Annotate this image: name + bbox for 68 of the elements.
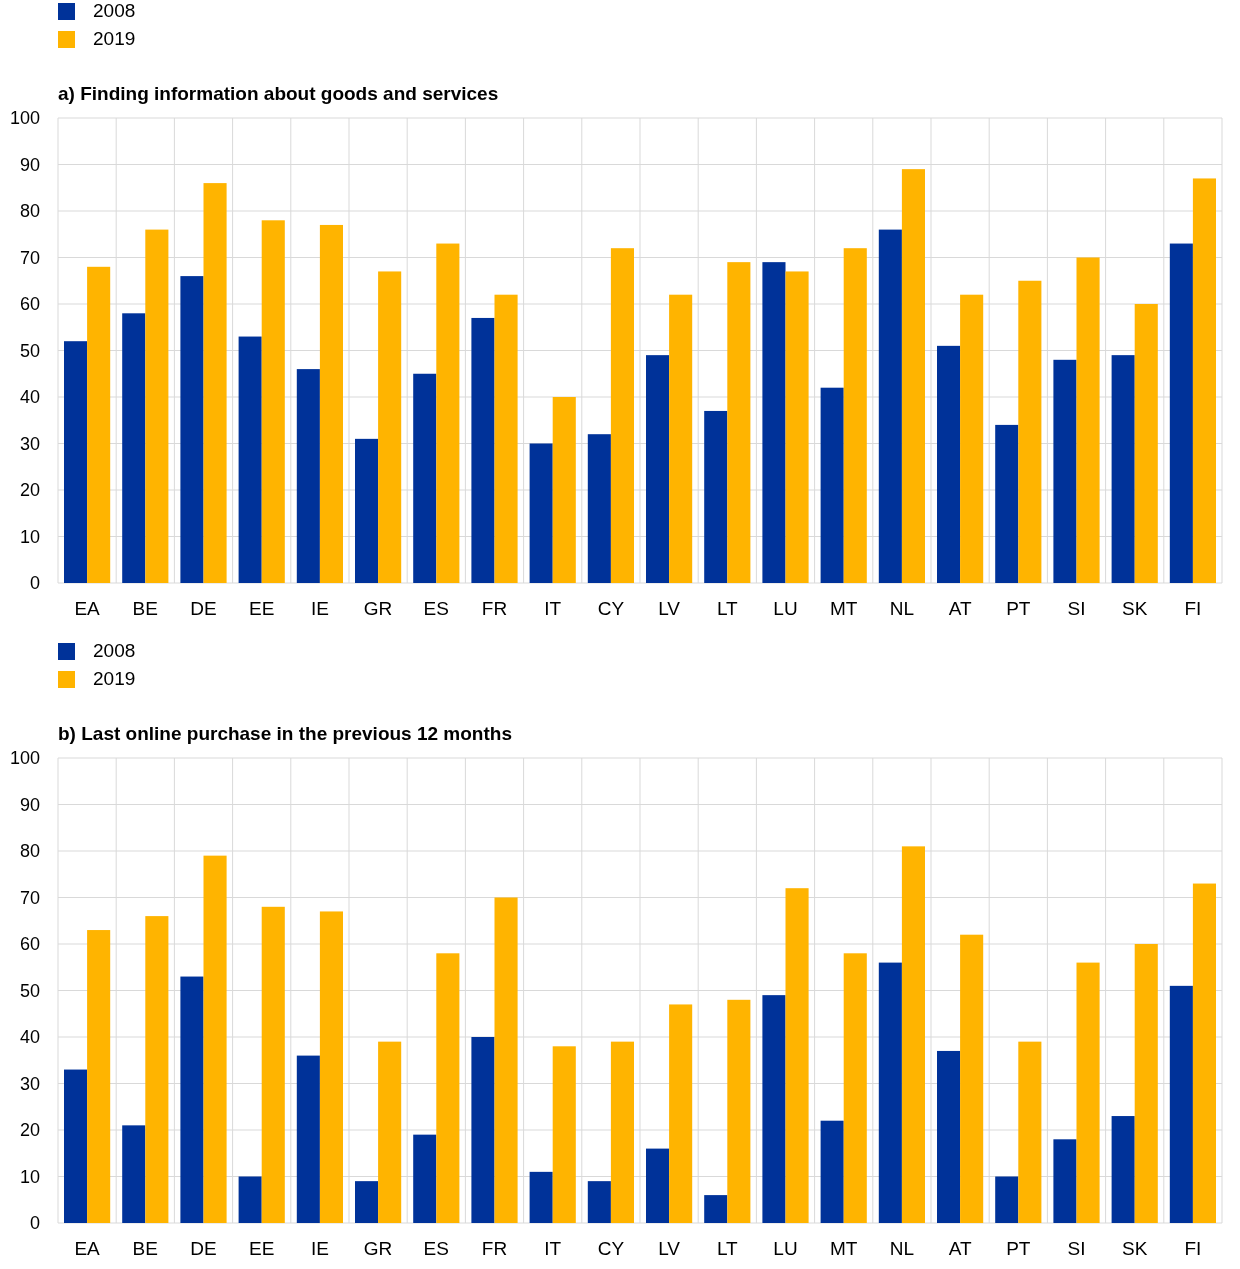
y-tick-label: 60: [19, 934, 40, 954]
chart-title: a) Finding information about goods and services: [58, 82, 499, 106]
x-tick-label: LT: [716, 598, 738, 619]
x-tick-label: IT: [544, 1238, 562, 1259]
y-tick-label: 10: [19, 1166, 40, 1187]
x-tick-label: NL: [889, 598, 915, 619]
y-tick-label: 30: [19, 1073, 40, 1094]
x-tick-label: LU: [773, 598, 798, 619]
x-tick-label: SI: [1067, 1238, 1086, 1259]
x-tick-label: FR: [481, 598, 508, 619]
x-tick-label: CY: [597, 1238, 625, 1259]
legend-label: 2008: [93, 0, 136, 23]
x-tick-label: FI: [1184, 598, 1202, 619]
x-tick-label: NL: [889, 1238, 915, 1259]
x-tick-label: LU: [773, 1238, 798, 1259]
x-tick-label: MT: [830, 1238, 858, 1259]
legend-label: 2008: [93, 638, 136, 663]
x-tick-label: DE: [190, 1238, 217, 1259]
x-tick-label: MT: [830, 598, 858, 619]
x-tick-label: DE: [190, 598, 217, 619]
x-tick-label: IT: [544, 598, 562, 619]
y-tick-label: 30: [19, 433, 40, 454]
x-tick-label: LV: [658, 1238, 680, 1259]
y-tick-label: 100: [9, 748, 40, 768]
x-tick-label: EA: [74, 1238, 100, 1259]
y-tick-label: 10: [19, 526, 40, 547]
x-tick-label: BE: [132, 598, 158, 619]
y-tick-label: 60: [19, 294, 40, 314]
y-tick-label: 80: [19, 201, 40, 221]
legend-label: 2019: [93, 666, 136, 691]
y-tick-label: 70: [19, 247, 40, 268]
y-tick-label: 20: [19, 1120, 40, 1140]
x-tick-label: CY: [597, 598, 625, 619]
y-tick-label: 50: [19, 980, 40, 1001]
x-tick-label: BE: [132, 1238, 158, 1259]
y-tick-label: 70: [19, 887, 40, 908]
x-tick-label: AT: [948, 1238, 972, 1259]
x-tick-label: PT: [1006, 1238, 1031, 1259]
x-tick-label: SK: [1122, 598, 1148, 619]
x-tick-label: LT: [716, 1238, 738, 1259]
x-tick-label: FI: [1184, 1238, 1202, 1259]
x-tick-label: LV: [658, 598, 680, 619]
y-tick-label: 20: [19, 480, 40, 500]
y-tick-label: 0: [30, 573, 40, 593]
y-tick-label: 40: [19, 1027, 40, 1047]
x-tick-label: GR: [363, 1238, 393, 1259]
x-tick-label: EE: [249, 1238, 275, 1259]
x-tick-label: GR: [363, 598, 393, 619]
y-tick-label: 90: [19, 794, 40, 815]
x-tick-label: EA: [74, 598, 100, 619]
chart-title: b) Last online purchase in the previous 12 months: [58, 722, 512, 746]
x-tick-label: AT: [948, 598, 972, 619]
y-tick-label: 50: [19, 340, 40, 361]
y-tick-label: 0: [30, 1213, 40, 1233]
x-tick-label: SK: [1122, 1238, 1148, 1259]
y-tick-label: 90: [19, 154, 40, 175]
y-tick-label: 40: [19, 387, 40, 407]
y-tick-label: 80: [19, 841, 40, 861]
x-tick-label: ES: [423, 598, 449, 619]
x-tick-label: EE: [249, 598, 275, 619]
y-tick-label: 100: [9, 108, 40, 128]
legend-label: 2019: [93, 26, 136, 51]
x-tick-label: FR: [481, 1238, 508, 1259]
x-tick-label: IE: [310, 598, 329, 619]
x-tick-label: PT: [1006, 598, 1031, 619]
x-tick-label: ES: [423, 1238, 449, 1259]
x-tick-label: IE: [310, 1238, 329, 1259]
x-tick-label: SI: [1067, 598, 1086, 619]
